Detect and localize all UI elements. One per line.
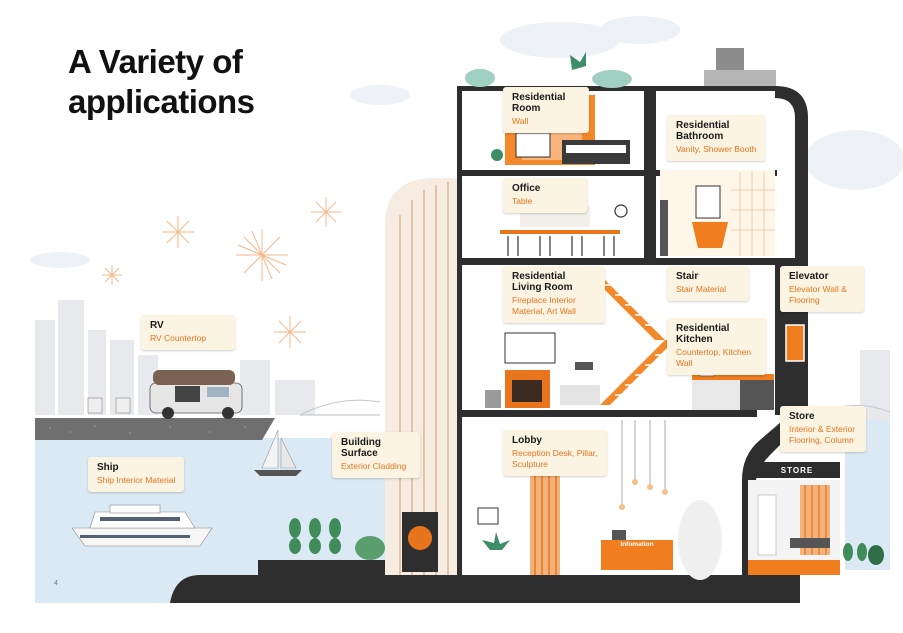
callout-subtitle: Reception Desk, Pillar, Sculpture — [512, 448, 598, 469]
sailboat — [254, 429, 302, 476]
yacht — [71, 504, 213, 547]
callout-subtitle: RV Countertop — [150, 333, 207, 343]
page-title-line-1: A Variety of — [68, 43, 243, 80]
callout-residential-room: Residential Room Wall — [503, 87, 589, 133]
background-clouds — [30, 16, 903, 268]
callout-subtitle: Ship Interior Material — [97, 475, 176, 485]
callout-title: Residential Bathroom — [676, 120, 730, 142]
callout-store: Store Interior & Exterior Flooring, Colu… — [780, 406, 866, 452]
callout-residential-bathroom: Residential Bathroom Vanity, Shower Boot… — [667, 115, 765, 161]
rv-vehicle — [87, 370, 243, 419]
callout-subtitle: Exterior Cladding — [341, 461, 407, 471]
callout-title: RV — [150, 320, 164, 331]
page-title-line-2: applications — [68, 83, 255, 120]
callout-subtitle: Stair Material — [676, 284, 727, 294]
callout-title: Ship — [97, 462, 119, 473]
callout-subtitle: Fireplace Interior Material, Art Wall — [512, 295, 576, 316]
information-desk-sign: Infomation — [620, 541, 654, 548]
callout-subtitle: Interior & Exterior Flooring, Column — [789, 424, 856, 445]
callout-office: Office Table — [503, 178, 587, 213]
trees — [289, 518, 884, 565]
callout-subtitle: Wall — [512, 116, 529, 126]
pier — [35, 418, 275, 440]
callout-title: Stair — [676, 271, 699, 282]
callout-lobby: Lobby Reception Desk, Pillar, Sculpture — [503, 430, 607, 476]
page-number: 4 — [54, 580, 58, 587]
store-scene — [748, 462, 840, 575]
callout-subtitle: Elevator Wall & Flooring — [789, 284, 847, 305]
bathroom-scene — [660, 170, 775, 256]
callout-residential-kitchen: Residential Kitchen Countertop, Kitchen … — [667, 318, 766, 375]
staircase — [590, 275, 675, 405]
callout-title: Residential Kitchen — [676, 323, 730, 345]
fireworks — [102, 197, 341, 348]
callout-title: Store — [789, 411, 815, 422]
callout-building-surface: Building Surface Exterior Cladding — [332, 432, 420, 478]
page-title: A Variety of applications — [68, 42, 255, 122]
kitchen-scene — [692, 367, 774, 410]
callout-residential-living-room: Residential Living Room Fireplace Interi… — [503, 266, 605, 323]
callout-title: Residential Living Room — [512, 271, 573, 293]
callout-subtitle: Table — [512, 196, 533, 206]
callout-stair: Stair Stair Material — [667, 266, 749, 301]
callout-elevator: Elevator Elevator Wall & Flooring — [780, 266, 864, 312]
living-room-scene — [485, 332, 600, 408]
store-sign: STORE — [780, 466, 814, 475]
callout-title: Building Surface — [341, 437, 381, 459]
callout-title: Lobby — [512, 435, 542, 446]
callout-title: Elevator — [789, 271, 829, 282]
cladding-tower — [385, 178, 458, 575]
lobby-scene — [477, 420, 722, 580]
callout-rv: RV RV Countertop — [141, 315, 235, 350]
callout-title: Residential Room — [512, 92, 566, 114]
callout-title: Office — [512, 183, 541, 194]
ground — [170, 575, 800, 603]
callout-ship: Ship Ship Interior Material — [88, 457, 184, 492]
callout-subtitle: Countertop, Kitchen Wall — [676, 347, 752, 368]
callout-subtitle: Vanity, Shower Booth — [676, 144, 757, 154]
